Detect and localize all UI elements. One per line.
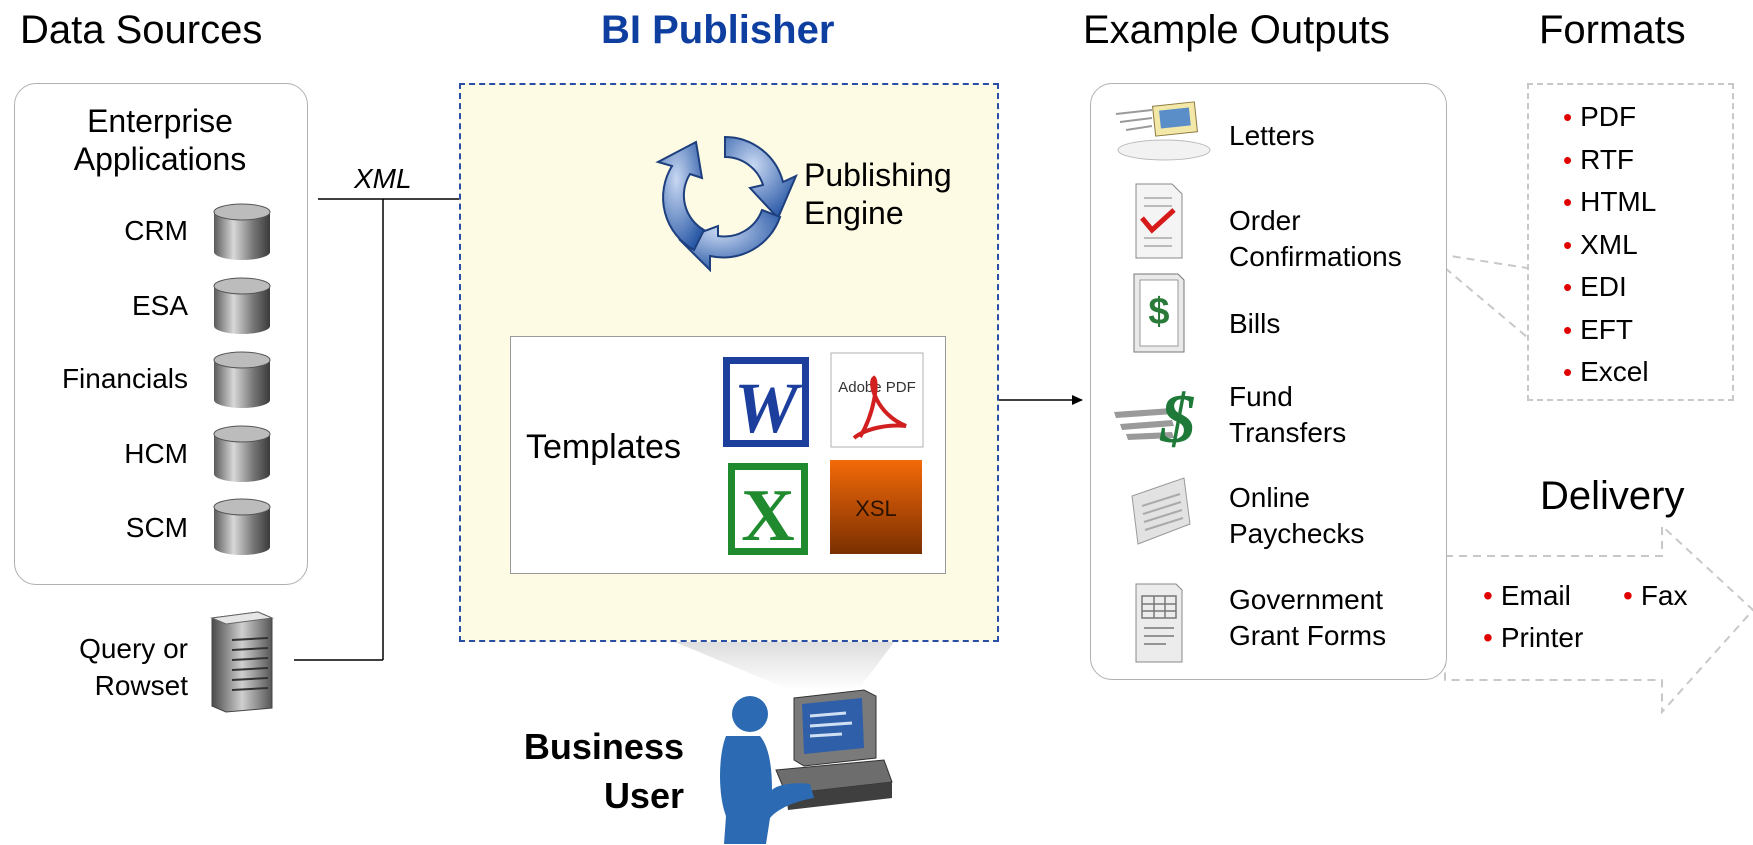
checkmark-document-icon bbox=[1135, 183, 1183, 259]
dollar-bill-icon: $ bbox=[1133, 273, 1185, 353]
svg-text:$: $ bbox=[1148, 291, 1169, 333]
formats-list: PDF RTF HTML XML EDI EFT Excel bbox=[1563, 96, 1656, 394]
example-outputs-box bbox=[1090, 83, 1447, 680]
database-icon bbox=[213, 498, 271, 555]
delivery-item-email: •Email bbox=[1483, 580, 1571, 611]
word-icon: W bbox=[723, 357, 809, 448]
source-label-financials: Financials bbox=[61, 363, 188, 394]
database-icon bbox=[213, 277, 271, 334]
templates-label: Templates bbox=[526, 428, 681, 466]
source-label-crm: CRM bbox=[124, 215, 188, 246]
delivery-item-printer: •Printer bbox=[1483, 622, 1584, 653]
format-item: RTF bbox=[1563, 139, 1656, 182]
delivery-fax-text: Fax bbox=[1640, 580, 1688, 611]
form-icon bbox=[1135, 583, 1183, 663]
format-item: PDF bbox=[1563, 96, 1656, 139]
delivery-item-fax: •Fax bbox=[1623, 580, 1688, 611]
example-outputs-header: Example Outputs bbox=[1083, 8, 1390, 52]
excel-icon: X bbox=[728, 463, 808, 557]
letter-icon bbox=[1115, 101, 1211, 161]
output-label-government-grant-forms: Government Grant Forms bbox=[1229, 584, 1387, 651]
svg-text:$: $ bbox=[1160, 381, 1196, 458]
format-item: XML bbox=[1563, 224, 1656, 267]
format-item: EDI bbox=[1563, 266, 1656, 309]
output-label-letters: Letters bbox=[1229, 120, 1315, 151]
delivery-arrow-shape bbox=[1444, 523, 1753, 715]
format-item: Excel bbox=[1563, 351, 1656, 394]
output-label-fund-transfers: Fund Transfers bbox=[1229, 381, 1347, 448]
server-icon bbox=[210, 611, 274, 713]
output-label-bills: Bills bbox=[1229, 308, 1281, 339]
xsl-text: XSL bbox=[855, 496, 897, 521]
data-sources-header: Data Sources bbox=[20, 8, 263, 52]
paycheck-icon bbox=[1131, 477, 1191, 545]
business-user-label: Business User bbox=[474, 722, 684, 820]
query-rowset-label: Query or Rowset bbox=[79, 633, 188, 701]
publishing-engine-text: Publishing Engine bbox=[804, 157, 952, 231]
source-label-scm: SCM bbox=[125, 512, 188, 543]
output-label-online-paychecks: Online Paychecks bbox=[1229, 482, 1365, 549]
source-label-hcm: HCM bbox=[124, 438, 188, 469]
output-label-order-confirmations: Order Confirmations bbox=[1229, 205, 1402, 272]
delivery-email-text: Email bbox=[1500, 580, 1571, 611]
format-item: EFT bbox=[1563, 309, 1656, 352]
source-label-esa: ESA bbox=[131, 290, 188, 321]
xml-label: XML bbox=[354, 163, 412, 194]
xsl-icon: XSL bbox=[830, 460, 922, 554]
publishing-engine-cycle-icon bbox=[655, 135, 798, 273]
database-icon bbox=[213, 351, 271, 408]
enterprise-applications-title: Enterprise Applications bbox=[73, 103, 247, 177]
adobe-pdf-icon: Adobe PDF bbox=[830, 352, 924, 448]
database-icon bbox=[213, 425, 271, 482]
format-item: HTML bbox=[1563, 181, 1656, 224]
database-icon bbox=[213, 203, 271, 260]
delivery-printer-text: Printer bbox=[1500, 622, 1584, 653]
formats-header: Formats bbox=[1539, 8, 1686, 52]
formats-callout-line-2 bbox=[1444, 267, 1528, 338]
business-user-text: Business User bbox=[523, 726, 684, 816]
fund-transfer-icon: $ bbox=[1114, 381, 1196, 458]
publishing-engine-label: Publishing Engine bbox=[804, 156, 974, 232]
delivery-header: Delivery bbox=[1540, 474, 1685, 518]
business-user-computer-icon bbox=[720, 689, 893, 844]
bi-publisher-header: BI Publisher bbox=[601, 8, 835, 52]
svg-text:X: X bbox=[741, 475, 794, 557]
svg-text:W: W bbox=[734, 368, 803, 448]
